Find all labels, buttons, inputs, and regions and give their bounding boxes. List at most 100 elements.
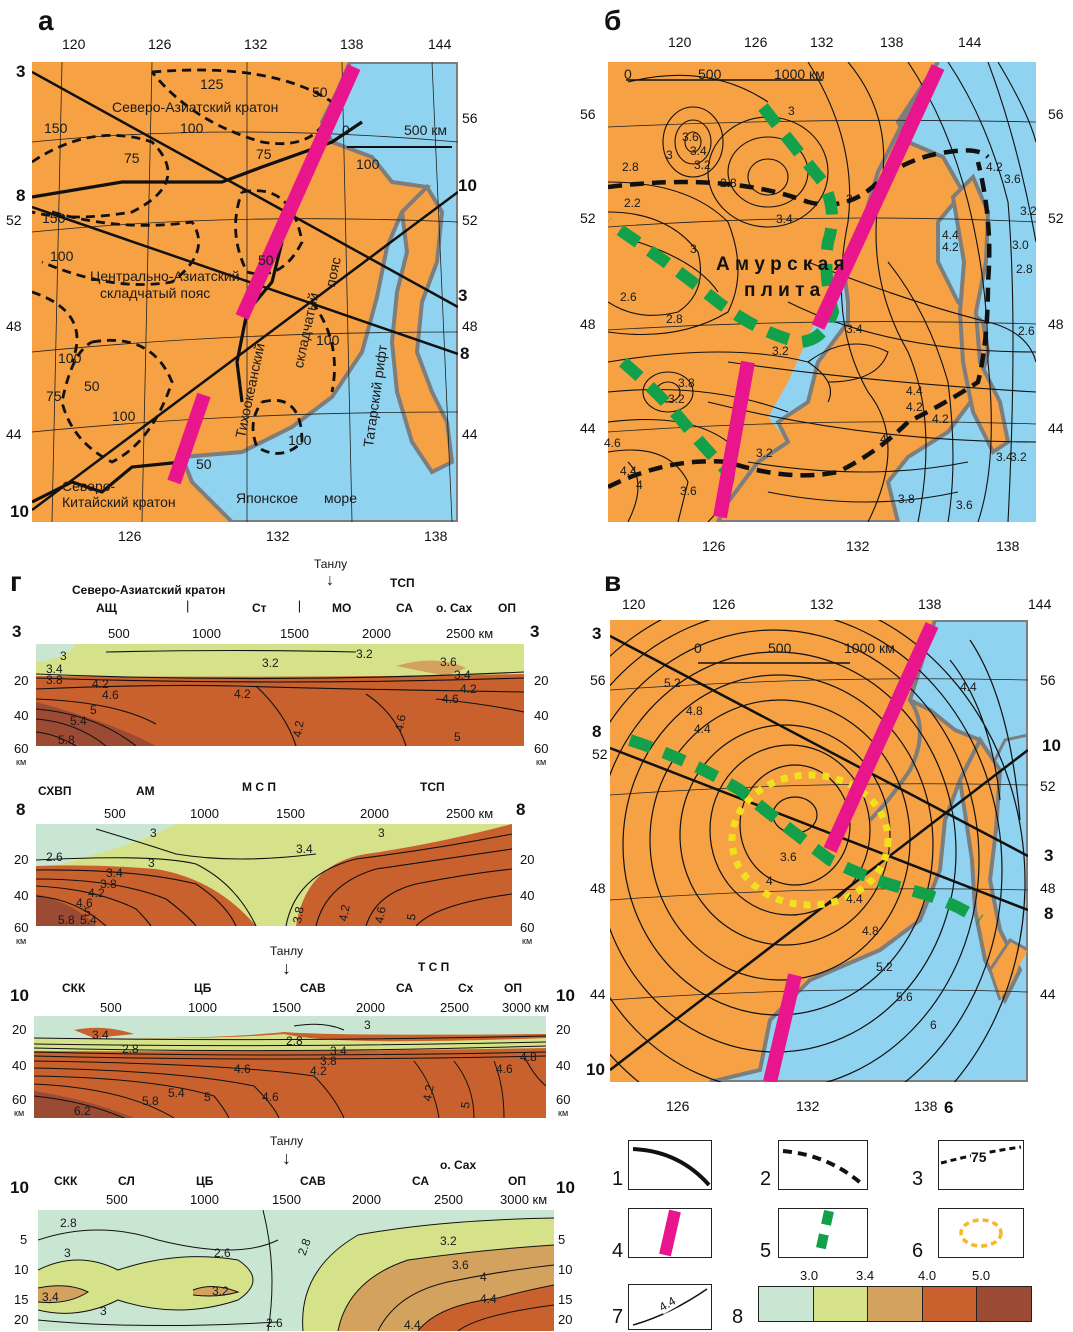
lon-label: 126	[118, 528, 142, 544]
lon-label: 132	[244, 36, 268, 52]
contour-label: 5.2	[664, 676, 681, 690]
xtick: 1000	[190, 806, 219, 821]
panel-a-map	[32, 62, 458, 522]
tanlu-label: Танлу	[270, 1134, 304, 1148]
contour-label: 4	[636, 478, 643, 492]
lat-label: 48	[462, 318, 478, 334]
contour-label: 4.2	[932, 412, 949, 426]
p10-seg: Сх	[458, 981, 474, 995]
p3-seg: АЩ	[96, 601, 117, 615]
scale-zero: 0	[342, 122, 350, 138]
p8-seg: М С П	[242, 780, 276, 794]
contour-label: 75	[124, 150, 140, 166]
depth: 40	[14, 888, 29, 903]
contour-label: 4.2	[88, 886, 105, 900]
profile-end-10: 10	[1042, 736, 1061, 755]
p8-end: 8	[516, 800, 526, 819]
xtick: 3000 км	[502, 1000, 550, 1015]
profile-end-3: 3	[458, 286, 468, 305]
depth: 60	[520, 920, 535, 935]
contour-label: 2.6	[620, 290, 637, 304]
profile-end-10: 10	[586, 1060, 605, 1079]
contour-label: 3	[690, 242, 697, 256]
km-unit: км	[16, 757, 27, 767]
lat-label: 52	[462, 212, 478, 228]
contour-label: 150	[44, 120, 68, 136]
legend-num: 5	[760, 1240, 772, 1262]
contour-label: 5.8	[58, 913, 75, 927]
lon-label: 144	[1028, 596, 1052, 612]
contour-label: 3	[64, 1246, 71, 1260]
profile-end-8: 8	[1044, 904, 1054, 923]
contour-label: 3.6	[440, 655, 457, 669]
contour-label: 150	[42, 210, 66, 226]
contour-label: 4.6	[604, 436, 621, 450]
xtick: 2500 км	[446, 626, 494, 641]
contour-label: 2.8	[286, 1034, 303, 1048]
contour-label: 4	[480, 1270, 487, 1284]
xtick: 2500	[434, 1192, 463, 1207]
p3-end: 3	[12, 622, 22, 641]
contour-label: 3.2	[1020, 204, 1037, 218]
contour-label: 4.4	[846, 892, 863, 906]
label-nac: Северо-Азиатский кратон	[112, 99, 279, 115]
legend-scale-value: 3.0	[800, 1268, 819, 1283]
label-cap-2: складчатый пояс	[100, 285, 211, 301]
scale-mid: 500	[768, 640, 792, 656]
depth: 40	[520, 888, 535, 903]
legend-5-green	[778, 1208, 868, 1258]
contour-label: 3.6	[1004, 172, 1021, 186]
contour-label: 3.8	[678, 376, 695, 390]
contour-label: 4	[880, 432, 887, 446]
depth: 40	[14, 708, 29, 723]
contour-label: 5	[84, 905, 91, 919]
xtick: 2000	[360, 806, 389, 821]
contour-label: 3.8	[898, 492, 915, 506]
legend-3-label: 75	[971, 1149, 987, 1165]
lon-label: 120	[622, 596, 646, 612]
contour-label: 100	[112, 408, 136, 424]
depth: 10	[14, 1262, 29, 1277]
lon-label: 126	[148, 36, 172, 52]
contour-label: 3.2	[668, 392, 685, 406]
contour-label: 4.2	[420, 1083, 437, 1103]
contour-label: 3	[666, 148, 673, 162]
xtick: 1000	[190, 1192, 219, 1207]
p10-seg: ОП	[504, 981, 522, 995]
xtick: 1500	[280, 626, 309, 641]
contour-label: 4.4	[694, 722, 711, 736]
legend-num: 8	[732, 1306, 744, 1328]
lat-label: 44	[590, 986, 606, 1002]
label-cap-1: Центрально-Азиатский	[90, 268, 240, 284]
p8-end: 8	[16, 800, 26, 819]
depth: 5	[558, 1232, 566, 1247]
contour-label: 3.4	[690, 144, 707, 158]
legend-num: 4	[612, 1240, 624, 1262]
contour-label: 6	[930, 1018, 937, 1032]
depth: 20	[12, 1022, 27, 1037]
contour-label: 3.2	[262, 656, 279, 670]
lon-label: 120	[62, 36, 86, 52]
xtick: 1500	[272, 1000, 301, 1015]
lat-label: 56	[1048, 106, 1064, 122]
lat-label: 44	[580, 420, 596, 436]
contour-label: 4.6	[392, 713, 409, 733]
contour-label: 5	[454, 730, 461, 744]
contour-label: 2.8	[720, 176, 737, 190]
lon-label: 132	[846, 538, 870, 554]
contour-label: 3.2	[356, 647, 373, 661]
p8-seg: АМ	[136, 784, 155, 798]
lon-label: 120	[668, 34, 692, 50]
legend-scale-value: 3.4	[856, 1268, 875, 1283]
contour-label: 3	[788, 104, 795, 118]
contour-label: 100	[50, 248, 74, 264]
contour-label: 4.6	[496, 1062, 513, 1076]
contour-label: 100	[316, 332, 340, 348]
depth: 40	[534, 708, 549, 723]
p10-end: 10	[556, 986, 575, 1005]
panel-a-letter: а	[38, 5, 54, 36]
contour-label: 3	[148, 856, 155, 870]
xtick: 3000 км	[500, 1192, 548, 1207]
contour-label: 4.4	[620, 464, 637, 478]
contour-label: 4.2	[986, 160, 1003, 174]
